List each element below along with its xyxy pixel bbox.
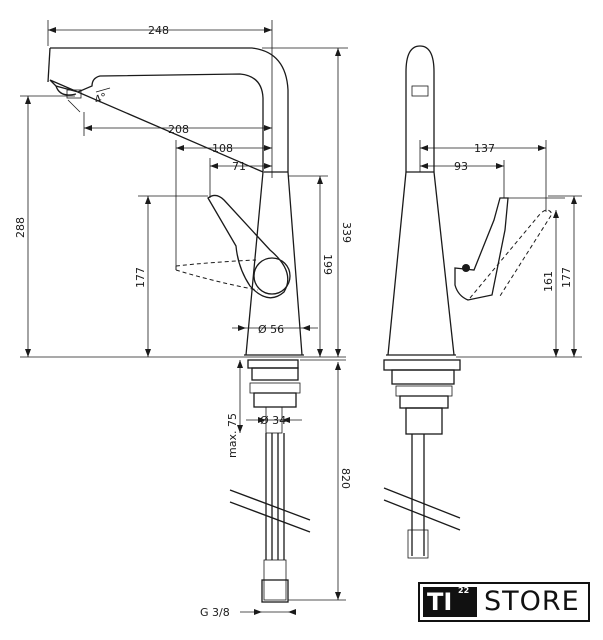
dim-diameter-56: Ø 56 xyxy=(258,323,284,336)
logo-mark: TI xyxy=(423,587,477,617)
dim-199: 199 xyxy=(321,254,334,275)
base-plate xyxy=(247,359,299,369)
logo-superscript: 22 xyxy=(458,586,470,595)
side-view: 137 93 161 177 xyxy=(383,45,582,559)
side-lever-alt xyxy=(469,209,553,299)
lever-handle xyxy=(207,194,289,299)
front-view: 248 339 288 4° 208 108 71 xyxy=(14,20,353,619)
dim-thread: G 3/8 xyxy=(200,606,230,619)
dim-max-75: max. 75 xyxy=(226,413,239,458)
logo-text: STORE xyxy=(484,586,580,617)
store-logo: TI 22 STORE xyxy=(418,582,590,622)
dim-71: 71 xyxy=(232,160,246,173)
dim-248: 248 xyxy=(148,24,169,37)
dim-288: 288 xyxy=(14,217,27,238)
dim-161: 161 xyxy=(542,271,555,292)
spout-outline xyxy=(49,47,289,173)
dim-820: 820 xyxy=(339,468,352,489)
dim-angle: 4° xyxy=(93,90,109,106)
dim-208: 208 xyxy=(168,123,189,136)
side-body-outline xyxy=(386,171,456,356)
aerator xyxy=(66,89,82,99)
dim-diameter-34: Ø 34 xyxy=(260,414,286,427)
body-outline xyxy=(244,171,304,356)
dim-137: 137 xyxy=(474,142,495,155)
dim-93: 93 xyxy=(454,160,468,173)
side-lever-handle xyxy=(454,197,509,301)
dim-108: 108 xyxy=(212,142,233,155)
dim-339: 339 xyxy=(340,222,353,243)
dim-177-left: 177 xyxy=(134,267,147,288)
lever-alt-position xyxy=(175,259,259,291)
dim-177-right: 177 xyxy=(560,267,573,288)
